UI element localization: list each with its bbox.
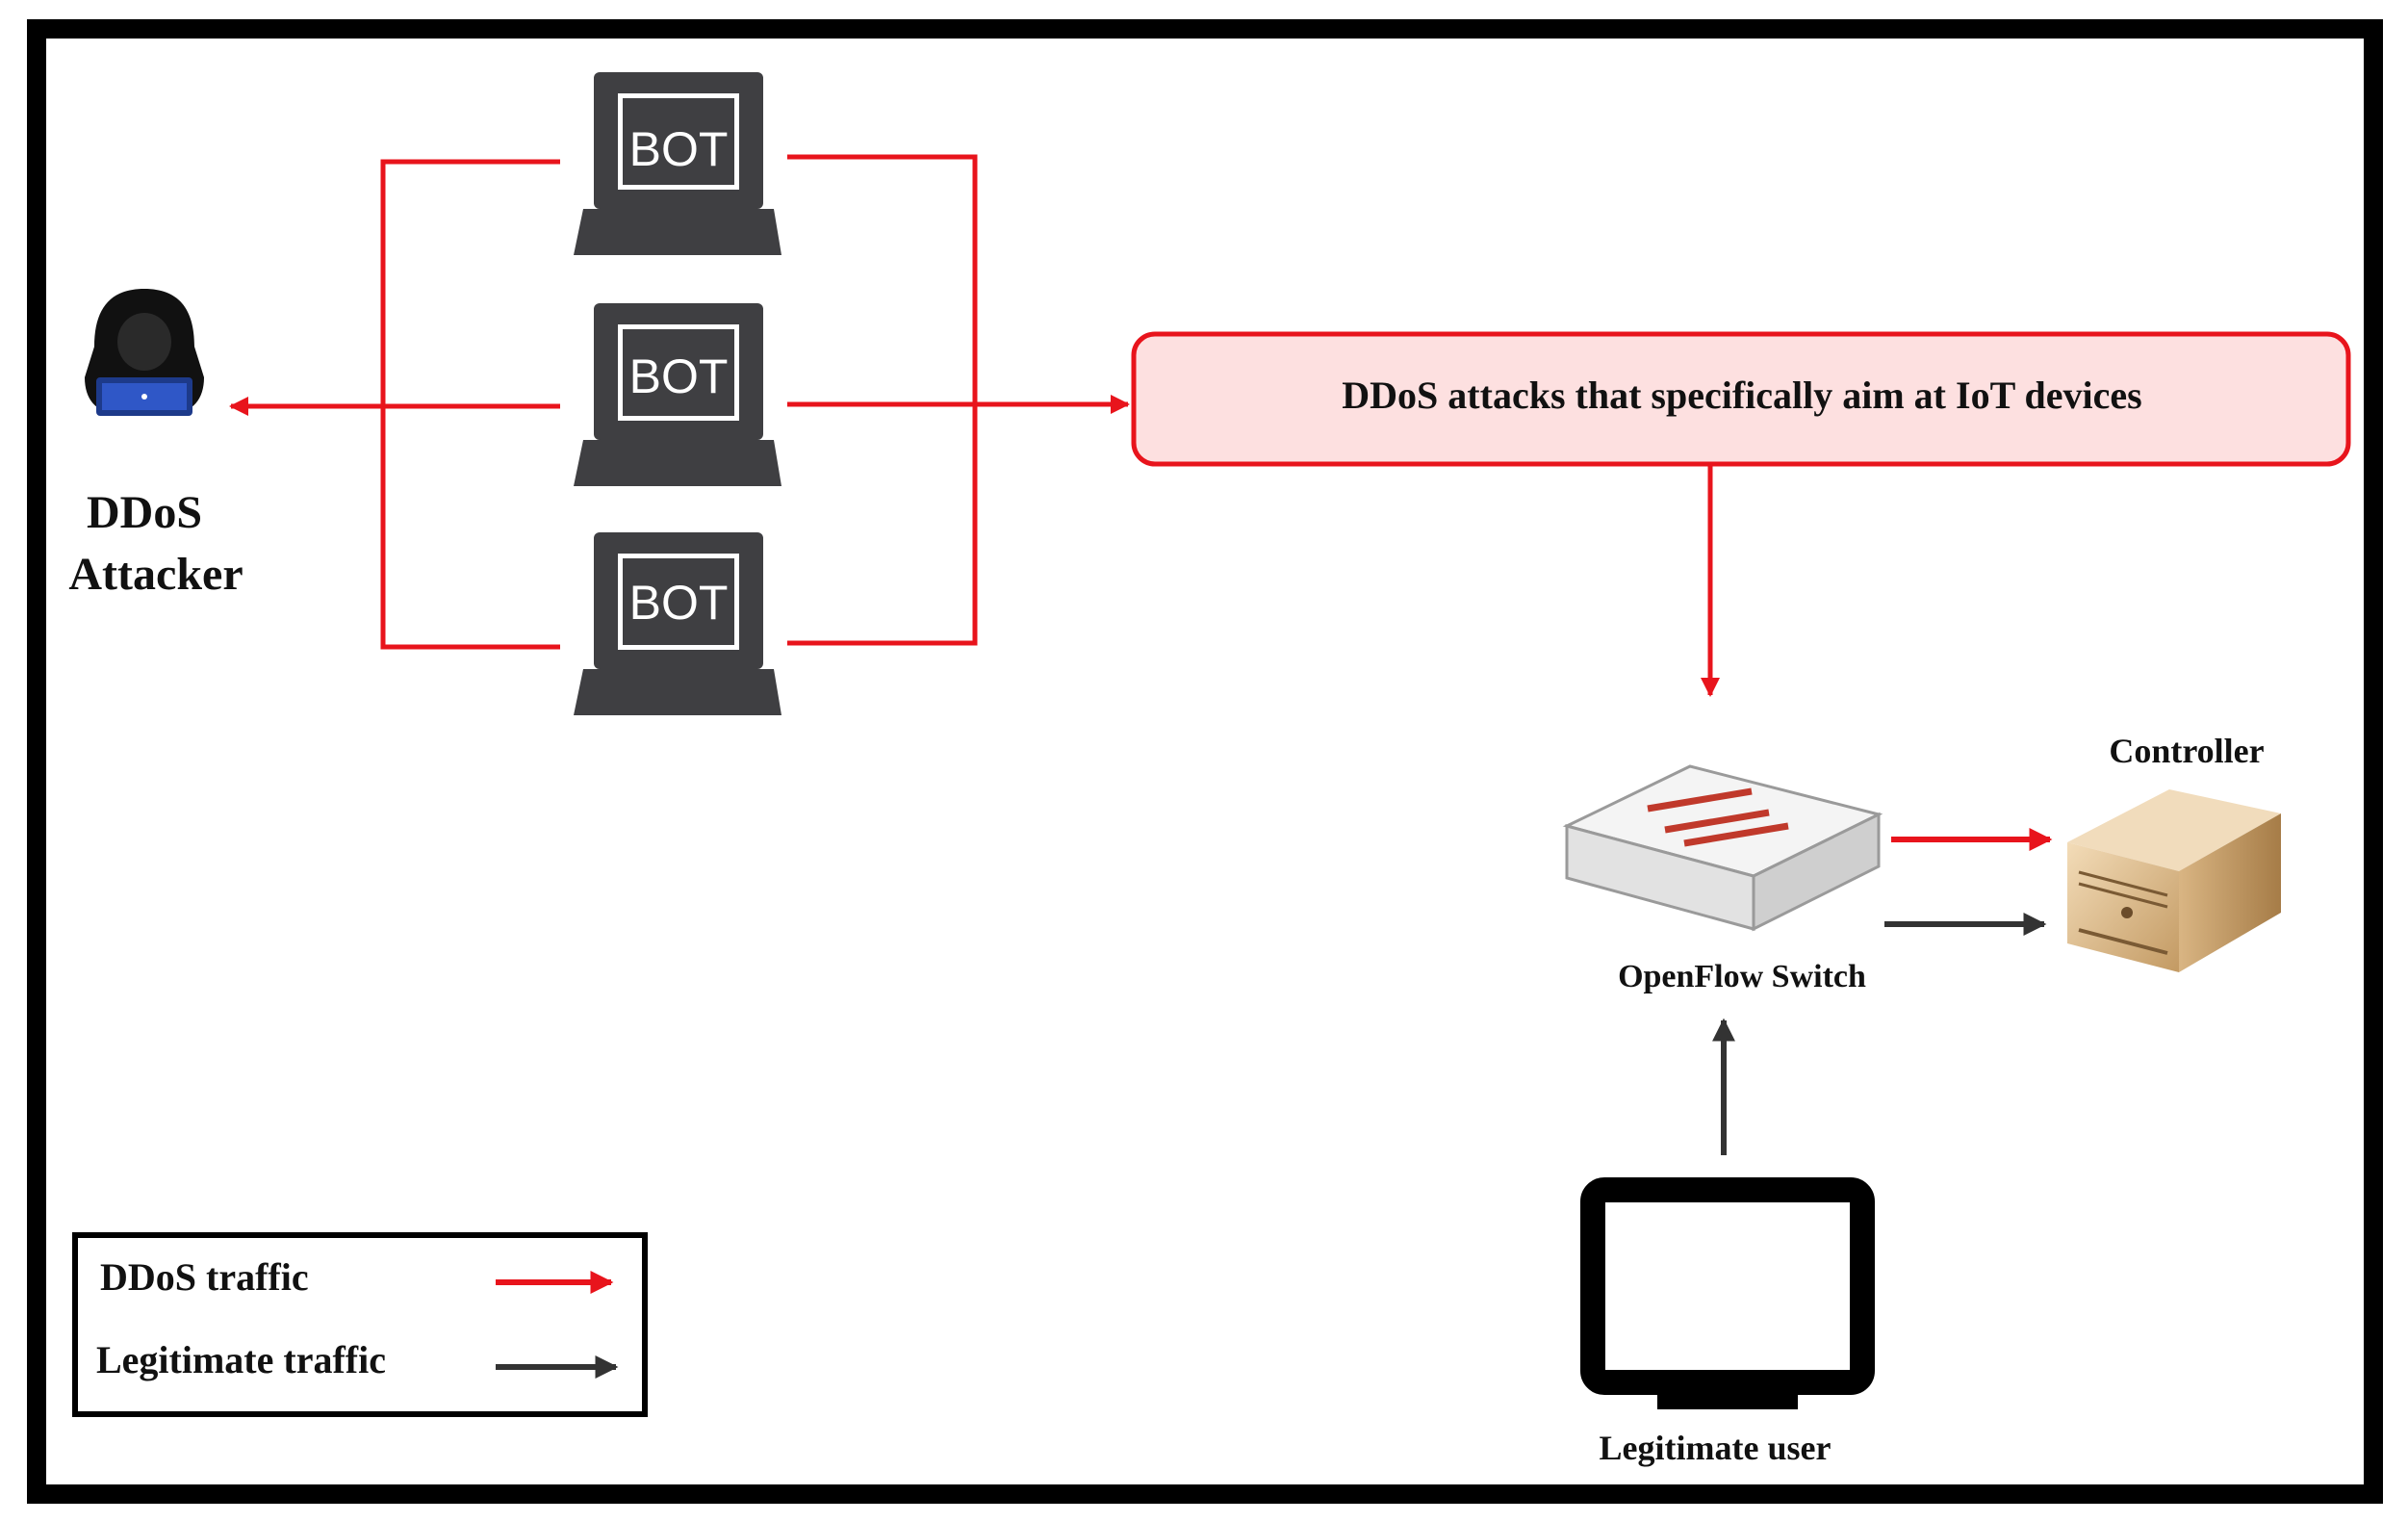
bot-laptop-2: BOT [574, 303, 781, 486]
legend: DDoS traffic Legitimate traffic [72, 1232, 648, 1417]
ddos-link-bots-target-bracket [787, 154, 978, 646]
attack-box-label: DDoS attacks that specifically aim at Io… [1342, 374, 2141, 417]
server-icon [2067, 789, 2281, 972]
hacker-icon [85, 289, 204, 416]
network-switch-icon [1562, 764, 1883, 932]
bot-laptop-1: BOT [574, 72, 781, 255]
legend-label-ddos: DDoS traffic [100, 1255, 309, 1299]
switch-label: OpenFlow Switch [1618, 959, 1866, 994]
monitor-icon [1580, 1177, 1875, 1409]
laptop-icon [574, 303, 781, 486]
bot-label: BOT [629, 122, 729, 176]
bot-laptop-3: BOT [574, 532, 781, 715]
legend-label-legitimate: Legitimate traffic [96, 1338, 386, 1381]
legitimate-user-label: Legitimate user [1600, 1429, 1832, 1467]
controller-label: Controller [2109, 732, 2264, 770]
laptop-icon [574, 72, 781, 255]
legend-box [72, 1232, 648, 1417]
laptop-icon [574, 532, 781, 715]
attacker-label-line1: DDoS [87, 487, 202, 538]
bot-label: BOT [629, 576, 729, 630]
attacker-label-line2: Attacker [68, 549, 243, 600]
bot-label: BOT [629, 349, 729, 403]
attack-box [1131, 331, 2351, 467]
